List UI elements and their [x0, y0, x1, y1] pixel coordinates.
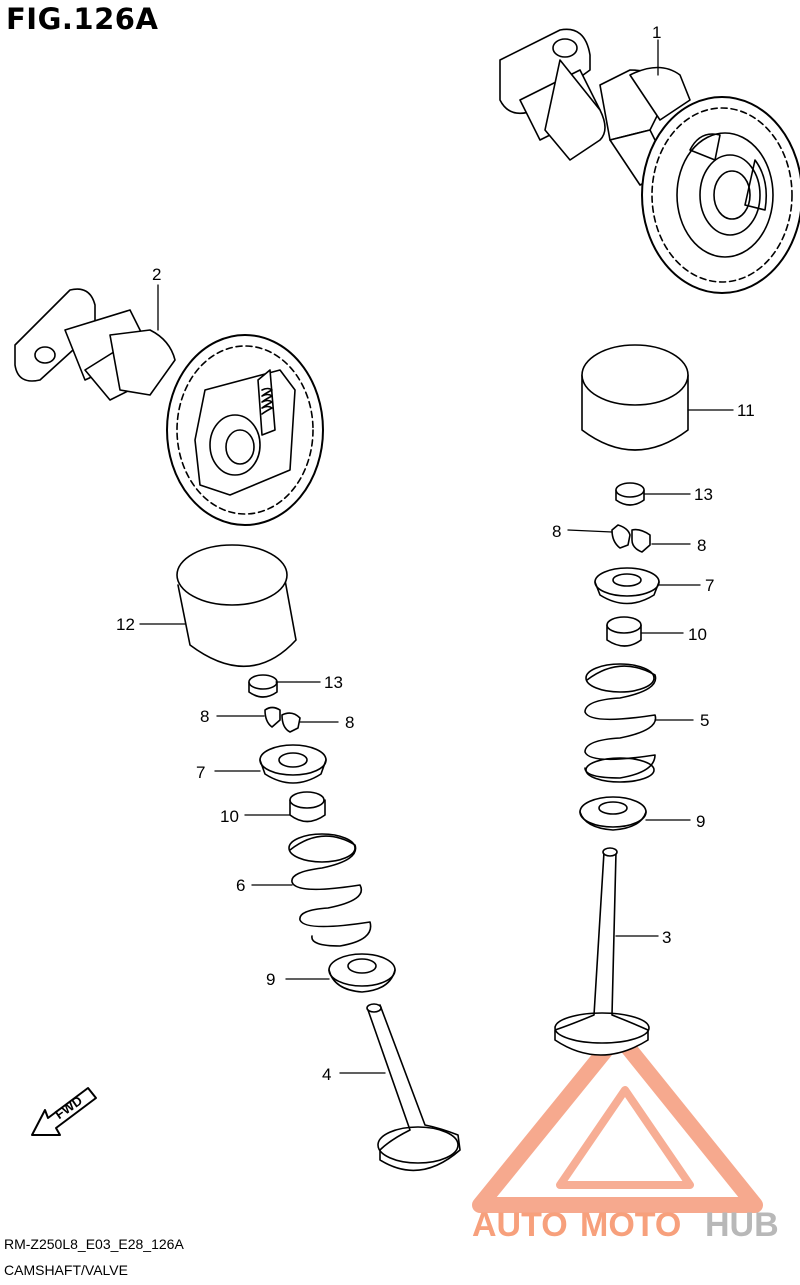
callout-7-right: 7 [705, 576, 714, 595]
camshaft-exhaust-drawing [14, 288, 324, 526]
callout-numbers: 1 2 11 13 8 8 7 10 5 9 3 12 13 8 8 7 10 … [116, 23, 755, 1084]
callout-9-left: 9 [266, 970, 275, 989]
tappet-right-drawing [581, 344, 689, 451]
callout-13-right: 13 [694, 485, 713, 504]
figure-subtitle: CAMSHAFT/VALVE [4, 1262, 128, 1278]
callout-10-left: 10 [220, 807, 239, 826]
figure-title: FIG.126A [6, 2, 159, 36]
callout-8-left-a: 8 [200, 707, 209, 726]
callout-8-right-b: 8 [697, 536, 706, 555]
valve-train-right-drawing [554, 482, 660, 1056]
callout-8-left-b: 8 [345, 713, 354, 732]
callout-11: 11 [737, 401, 755, 420]
fwd-arrow: FWD [31, 1087, 97, 1136]
callout-5: 5 [700, 711, 709, 730]
callout-6: 6 [236, 876, 245, 895]
watermark-logo: AUTO MOTO HUB [472, 1027, 779, 1244]
callout-9-right: 9 [696, 812, 705, 831]
watermark-text-hub: HUB [705, 1206, 779, 1244]
callout-13-left: 13 [324, 673, 343, 692]
callout-4: 4 [322, 1065, 331, 1084]
callout-1: 1 [652, 23, 661, 42]
tappet-left-drawing [176, 544, 297, 668]
callout-12: 12 [116, 615, 135, 634]
watermark-text-moto: MOTO [580, 1206, 681, 1244]
camshaft-intake-drawing [499, 28, 800, 294]
callout-3: 3 [662, 928, 671, 947]
callout-8-right-a: 8 [552, 522, 561, 541]
leader-lines [139, 39, 734, 1074]
watermark-text-auto: AUTO [472, 1206, 568, 1244]
valve-train-left-drawing [248, 674, 461, 1172]
callout-10-right: 10 [688, 625, 707, 644]
callout-2: 2 [152, 265, 161, 284]
figure-code: RM-Z250L8_E03_E28_126A [4, 1236, 184, 1252]
callout-7-left: 7 [196, 763, 205, 782]
